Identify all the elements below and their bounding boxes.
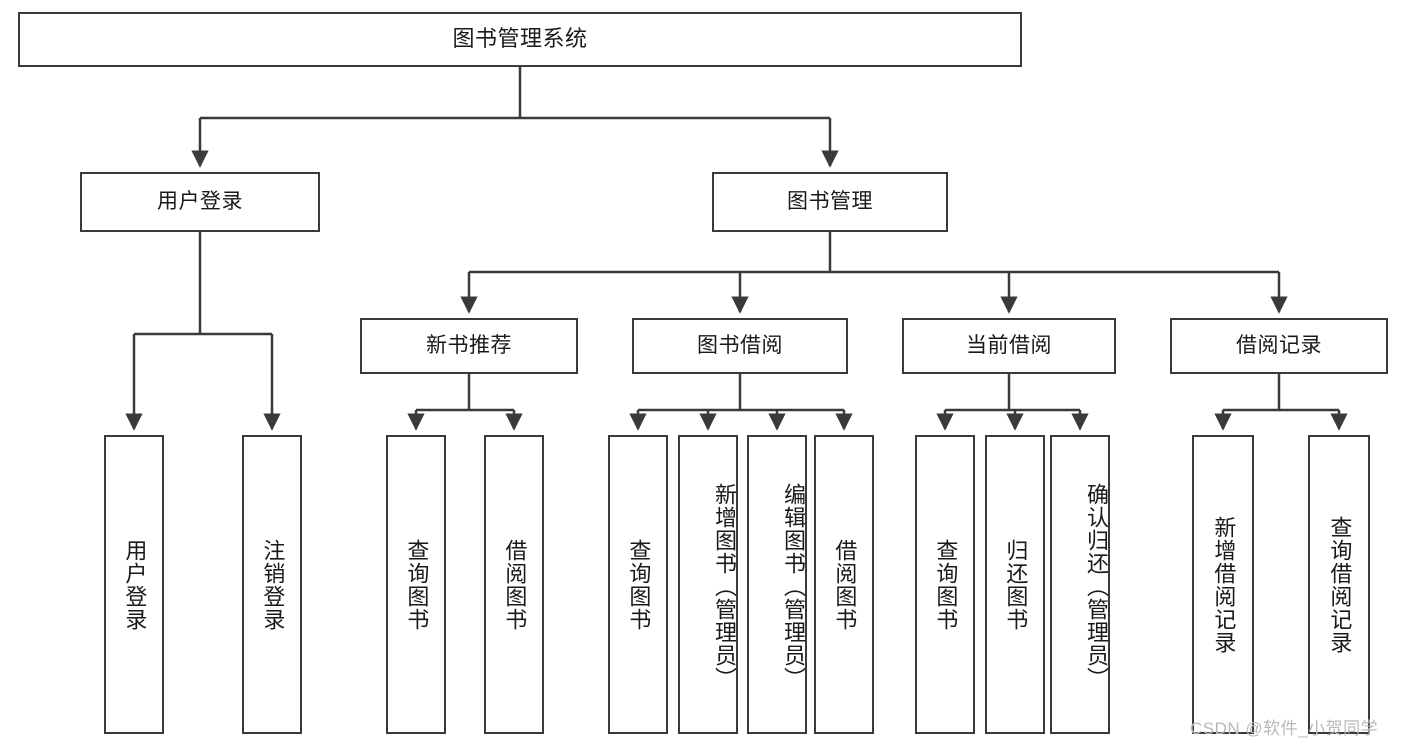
node-book-borrow[interactable]: 图书借阅 [632, 318, 848, 374]
leaf-logout[interactable]: 注销登录 [242, 435, 302, 734]
node-current-borrow[interactable]: 当前借阅 [902, 318, 1116, 374]
leaf-query-book-borrow[interactable]: 查询图书 [608, 435, 668, 734]
leaf-query-borrow-record[interactable]: 查询借阅记录 [1308, 435, 1370, 734]
leaf-user-login[interactable]: 用户登录 [104, 435, 164, 734]
leaf-query-book-newbook[interactable]: 查询图书 [386, 435, 446, 734]
leaf-borrow-book-newbook[interactable]: 借阅图书 [484, 435, 544, 734]
leaf-query-book-current[interactable]: 查询图书 [915, 435, 975, 734]
csdn-watermark: CSDN @软件_小贺同学 [1190, 719, 1379, 738]
node-root[interactable]: 图书管理系统 [18, 12, 1022, 67]
leaf-edit-book-admin[interactable]: 编辑图书（管理员） [747, 435, 807, 734]
node-book-management[interactable]: 图书管理 [712, 172, 948, 232]
leaf-add-book-admin[interactable]: 新增图书（管理员） [678, 435, 738, 734]
node-user-login[interactable]: 用户登录 [80, 172, 320, 232]
node-new-book-recommend[interactable]: 新书推荐 [360, 318, 578, 374]
leaf-add-borrow-record[interactable]: 新增借阅记录 [1192, 435, 1254, 734]
leaf-return-book[interactable]: 归还图书 [985, 435, 1045, 734]
leaf-borrow-book[interactable]: 借阅图书 [814, 435, 874, 734]
leaf-confirm-return-admin[interactable]: 确认归还（管理员） [1050, 435, 1110, 734]
node-borrow-records[interactable]: 借阅记录 [1170, 318, 1388, 374]
